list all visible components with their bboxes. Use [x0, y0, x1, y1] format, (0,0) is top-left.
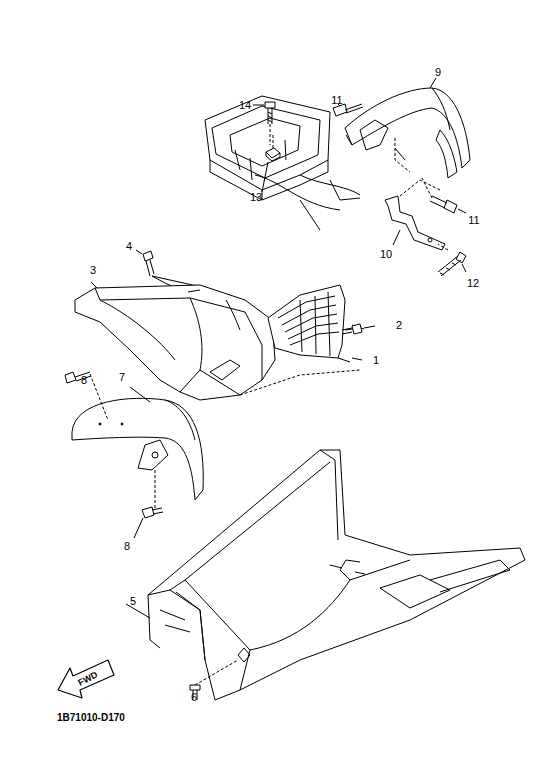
bolt: [65, 372, 108, 420]
callout-number: 7: [119, 372, 125, 383]
bolt: [342, 324, 375, 334]
inner-panel: [75, 282, 275, 400]
callout-number: 5: [130, 596, 136, 607]
callout-number: 8: [81, 375, 87, 386]
rear-fender: [345, 78, 470, 178]
bolt: [333, 104, 363, 116]
tray: [205, 96, 360, 230]
callout-number: 8: [124, 541, 130, 552]
bolt: [422, 178, 466, 213]
callout-number: 11: [331, 95, 342, 106]
callout-number: 11: [468, 215, 479, 226]
callout-number: 2: [396, 320, 402, 331]
floor-panel: [126, 450, 525, 700]
bolt: [438, 244, 466, 276]
front-fender: [72, 387, 203, 510]
nut: [262, 135, 280, 192]
figure-code: 1B71010-D170: [57, 713, 125, 723]
callout-number: 3: [90, 265, 96, 276]
callout-number: 9: [435, 67, 441, 78]
bolt: [253, 102, 275, 145]
bracket: [385, 180, 445, 250]
forward-arrow: [58, 660, 114, 698]
screw: [190, 660, 238, 700]
callout-number: 10: [380, 249, 392, 260]
callout-number: 13: [250, 192, 262, 203]
grille: [240, 285, 364, 395]
callout-number: 6: [191, 692, 197, 703]
callout-number: 4: [126, 241, 132, 252]
callout-number: 14: [239, 100, 251, 111]
callout-number: 1: [373, 355, 379, 366]
bolt: [134, 507, 163, 538]
callout-number: 12: [467, 278, 479, 289]
